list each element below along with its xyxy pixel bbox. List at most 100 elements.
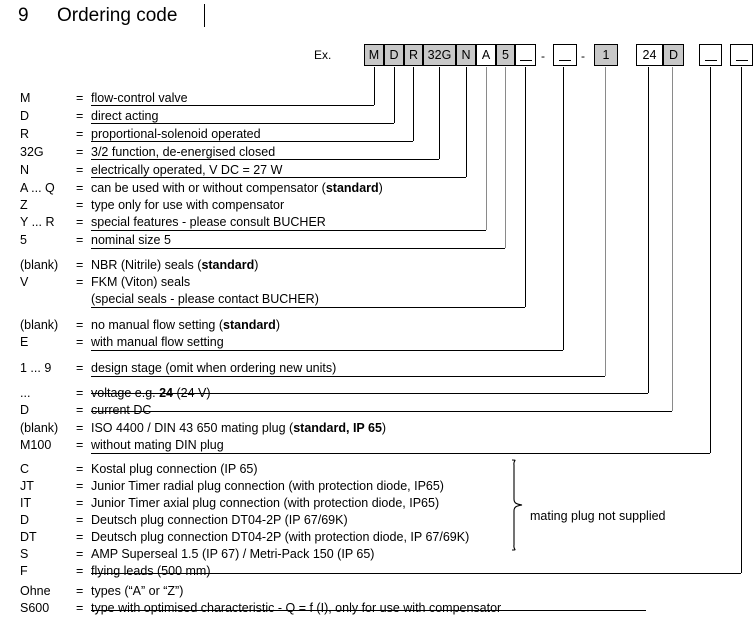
legend-row-description: with manual flow setting <box>91 335 224 349</box>
code-box-4[interactable]: N <box>456 44 476 66</box>
connector-line-10 <box>648 67 649 393</box>
mating-plug-brace <box>510 459 524 551</box>
legend-row: D=current DC <box>0 402 753 419</box>
legend-row-equals: = <box>76 361 84 375</box>
legend-group-rule-2 <box>91 141 413 142</box>
legend-row: (blank) = ISO 4400 / DIN 43 650 mating plu… <box>0 420 753 437</box>
section-number: 9 <box>18 5 29 26</box>
legend-row-code: F <box>20 564 28 578</box>
legend-row-equals: = <box>76 462 84 476</box>
legend-row-description: special features - please consult BUCHER <box>91 215 326 229</box>
legend-row-code: N <box>20 163 30 177</box>
connector-line-3 <box>439 67 440 159</box>
legend-row: (special seals - please contact BUCHER) <box>0 291 753 308</box>
legend-row-equals: = <box>76 547 84 561</box>
connector-line-2 <box>413 67 414 141</box>
connector-line-1 <box>394 67 395 123</box>
code-box-10[interactable]: 24 <box>636 44 663 66</box>
legend-row-description: electrically operated, V DC = 27 W <box>91 163 283 177</box>
legend-group-rule-8 <box>91 350 563 351</box>
legend-row-code: D <box>20 513 30 527</box>
legend-row-code: (blank) <box>20 318 59 332</box>
legend-row-description: Junior Timer radial plug connection (wit… <box>91 479 444 493</box>
legend-row-code: (blank) <box>20 421 59 435</box>
code-box-5[interactable]: A <box>476 44 496 66</box>
legend-row: (blank) = no manual flow setting (standard… <box>0 317 753 334</box>
code-box-7[interactable] <box>515 44 536 66</box>
legend-row-code: C <box>20 462 30 476</box>
code-box-6[interactable]: 5 <box>496 44 515 66</box>
legend-row-description: Deutsch plug connection DT04-2P (with pr… <box>91 530 470 544</box>
legend-row-code: Z <box>20 198 28 212</box>
text-caret <box>204 4 205 27</box>
legend-row: E=with manual flow setting <box>0 334 753 351</box>
legend-row-description: (special seals - please contact BUCHER) <box>91 292 319 306</box>
legend-group-rule-6 <box>91 248 505 249</box>
legend-row-equals: = <box>76 91 84 105</box>
legend-row-description: direct acting <box>91 109 159 123</box>
legend-row-description: without mating DIN plug <box>91 438 224 452</box>
legend-row-equals: = <box>76 198 84 212</box>
legend-row-code: ... <box>20 386 31 400</box>
legend-row-code: S <box>20 547 29 561</box>
legend-row-equals: = <box>76 233 84 247</box>
legend-row-description: NBR (Nitrile) seals (standard) <box>91 258 259 272</box>
legend-row: 32G=3/2 function, de-energised closed <box>0 144 753 161</box>
legend-row-code: DT <box>20 530 37 544</box>
legend-row-code: S600 <box>20 601 50 615</box>
code-box-1[interactable]: D <box>384 44 404 66</box>
legend-row-code: M100 <box>20 438 52 452</box>
code-box-8[interactable] <box>553 44 577 66</box>
legend-row-description: flying leads (500 mm) <box>91 564 211 578</box>
legend-row-code: D <box>20 109 30 123</box>
connector-line-6 <box>505 67 506 248</box>
legend-row-equals: = <box>76 421 84 435</box>
legend-row-description: no manual flow setting (standard) <box>91 318 280 332</box>
legend-group-rule-1 <box>91 123 394 124</box>
legend-row: Z=type only for use with compensator <box>0 197 753 214</box>
legend-row-equals: = <box>76 215 84 229</box>
legend-row: S=AMP Superseal 1.5 (IP 67) / Metri-Pack… <box>0 546 753 563</box>
code-box-12[interactable] <box>699 44 722 66</box>
legend-group-rule-11 <box>91 411 672 412</box>
code-box-2[interactable]: R <box>404 44 423 66</box>
legend-row-equals: = <box>76 127 84 141</box>
legend-row-code: A ... Q <box>20 181 55 195</box>
legend-row-equals: = <box>76 181 84 195</box>
connector-line-9 <box>605 67 606 376</box>
legend-row-description: ISO 4400 / DIN 43 650 mating plug (stand… <box>91 421 387 435</box>
legend-row-equals: = <box>76 318 84 332</box>
legend-row-equals: = <box>76 564 84 578</box>
legend-row-code: R <box>20 127 30 141</box>
legend-row-equals: = <box>76 403 84 417</box>
legend-group-rule-5 <box>91 230 486 231</box>
legend-row-description: Junior Timer axial plug connection (with… <box>91 496 440 510</box>
code-box-9[interactable]: 1 <box>594 44 618 66</box>
mating-plug-note: mating plug not supplied <box>530 509 666 523</box>
code-box-3[interactable]: 32G <box>423 44 456 66</box>
legend-group-rule-9 <box>91 376 605 377</box>
legend-row: N=electrically operated, V DC = 27 W <box>0 162 753 179</box>
connector-line-5 <box>486 67 487 230</box>
legend-row-description: Kostal plug connection (IP 65) <box>91 462 258 476</box>
legend-row-code: JT <box>20 479 34 493</box>
legend-row: 1 ... 9=design stage (omit when ordering… <box>0 360 753 377</box>
legend-row-equals: = <box>76 275 84 289</box>
legend-row-description: Deutsch plug connection DT04-2P (IP 67/6… <box>91 513 348 527</box>
legend-row-description: can be used with or without compensator … <box>91 181 383 195</box>
legend-group-rule-7 <box>91 307 525 308</box>
page-title: Ordering code <box>57 5 178 26</box>
legend-row-description: 3/2 function, de-energised closed <box>91 145 276 159</box>
legend-group-rule-3 <box>91 159 439 160</box>
code-box-11[interactable]: D <box>663 44 684 66</box>
legend-row-code: IT <box>20 496 32 510</box>
legend-group-rule-4 <box>91 177 466 178</box>
legend-row: R=proportional-solenoid operated <box>0 126 753 143</box>
legend-row-equals: = <box>76 584 84 598</box>
code-box-0[interactable]: M <box>364 44 384 66</box>
legend-row-code: E <box>20 335 29 349</box>
legend-row-equals: = <box>76 496 84 510</box>
legend-group-rule-10 <box>91 393 648 394</box>
page-title-row: 9 Ordering code <box>0 0 753 34</box>
